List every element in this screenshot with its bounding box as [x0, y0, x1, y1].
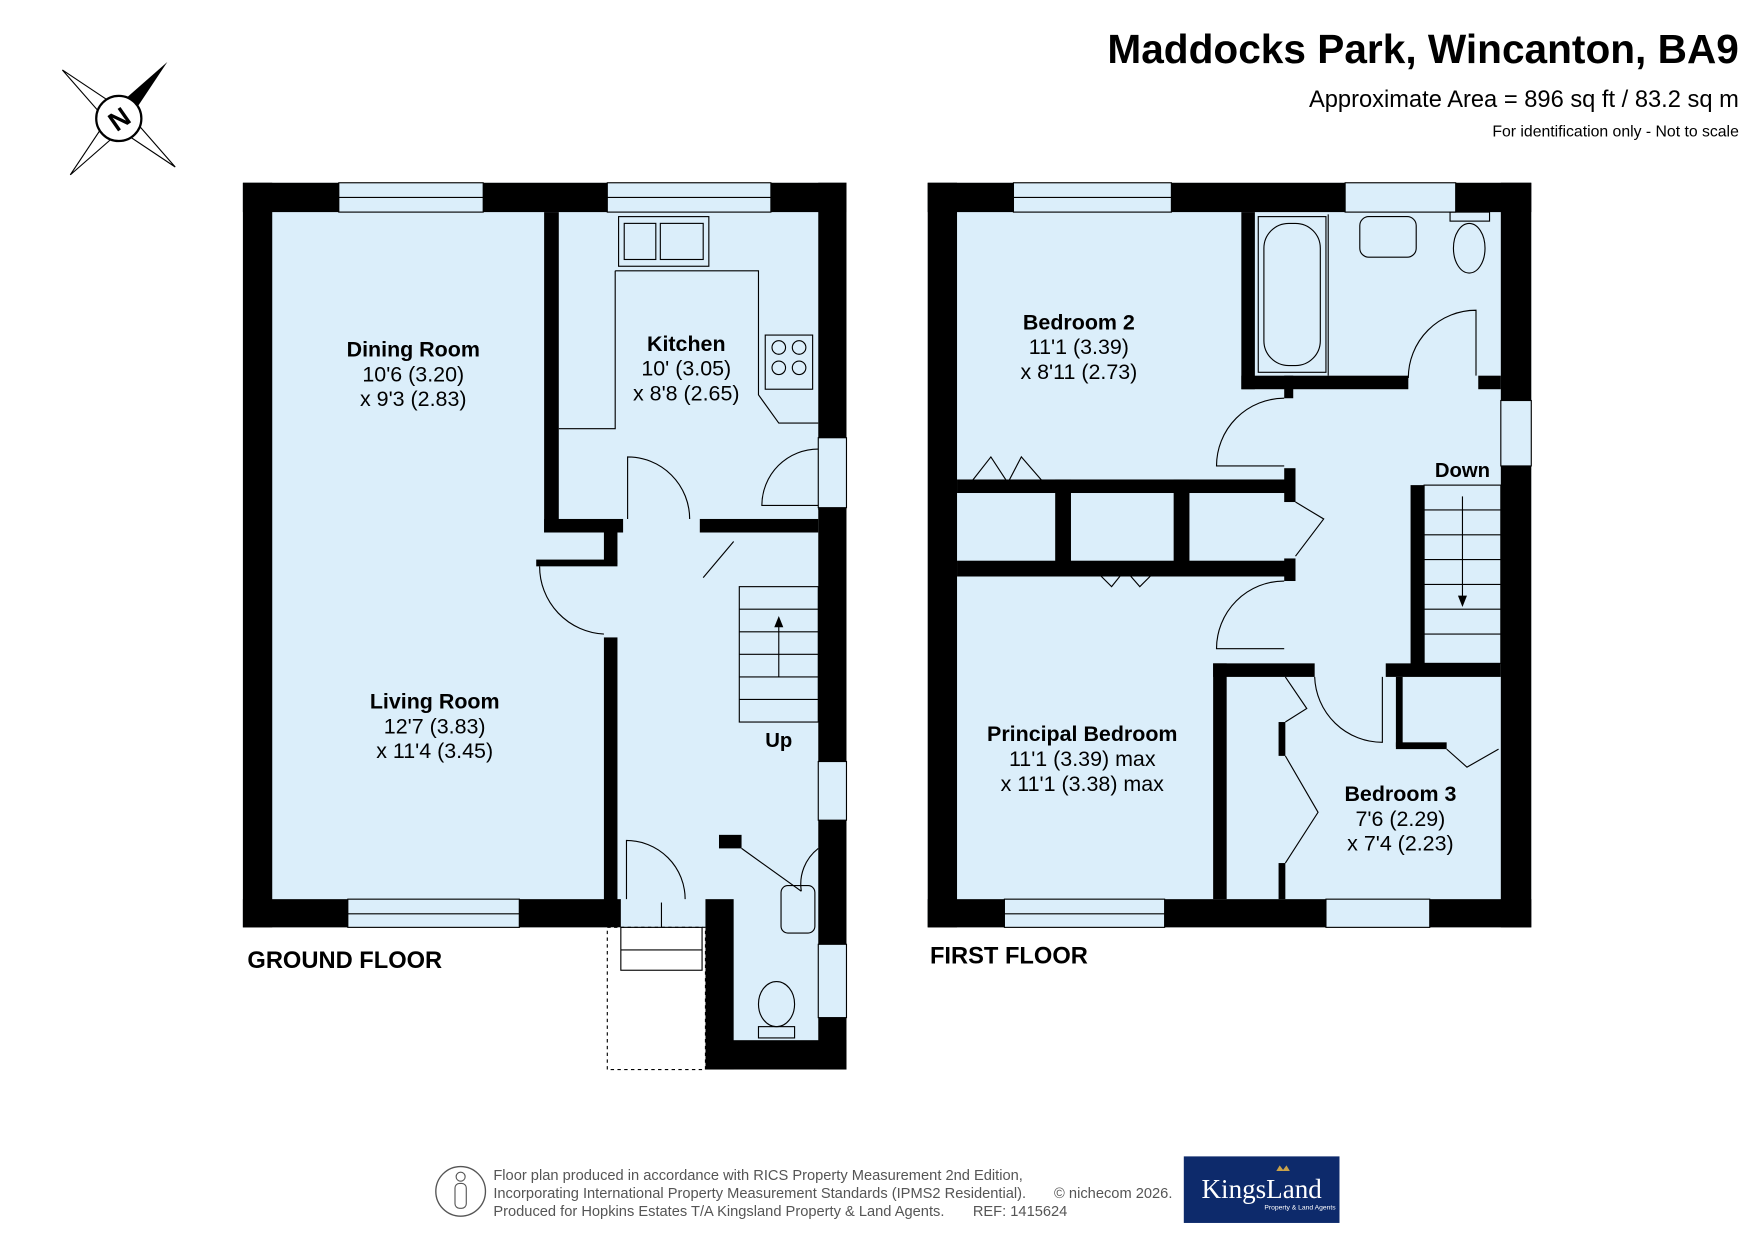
room-name-kitchen: Kitchen — [647, 332, 726, 356]
footer-copyright: © nichecom 2026. — [1054, 1186, 1172, 1202]
room-dim-living-2: x 11'4 (3.45) — [376, 739, 493, 763]
room-dim-bedroom-2-1: 11'1 (3.39) — [1029, 335, 1129, 359]
room-dim-kitchen-1: 10' (3.05) — [641, 357, 731, 381]
first-floor-plan: Bedroom 2 11'1 (3.39) x 8'11 (2.73) Prin… — [927, 182, 1532, 969]
ground-floor-label: GROUND FLOOR — [247, 948, 442, 974]
property-title: Maddocks Park, Wincanton, BA9 — [1107, 26, 1738, 72]
porch-steps — [606, 902, 707, 1071]
stairs-up-label: Up — [765, 730, 792, 752]
staircase-up — [738, 586, 819, 723]
staircase-down — [1423, 484, 1502, 664]
ground-floor-plan: Dining Room 10'6 (3.20) x 9'3 (2.83) Kit… — [242, 182, 848, 1071]
room-dim-bedroom-2-2: x 8'11 (2.73) — [1020, 360, 1137, 384]
footer-ref: REF: 1415624 — [973, 1204, 1068, 1220]
crown-icon — [1276, 1165, 1290, 1172]
kingsland-logo: KingsLand Property & Land Agents — [1183, 1156, 1340, 1223]
room-dim-kitchen-2: x 8'8 (2.65) — [633, 382, 740, 406]
room-dim-bedroom-3-1: 7'6 (2.29) — [1355, 807, 1445, 831]
footer-line-3: Produced for Hopkins Estates T/A Kingsla… — [493, 1204, 944, 1220]
room-dim-dining-2: x 9'3 (2.83) — [360, 387, 466, 411]
first-floor-label: FIRST FLOOR — [930, 943, 1088, 969]
footer-line-1: Floor plan produced in accordance with R… — [493, 1168, 1023, 1184]
room-dim-principal-bedroom-2: x 11'1 (3.38) max — [1001, 772, 1165, 796]
room-dim-principal-bedroom-1: 11'1 (3.39) max — [1009, 747, 1156, 771]
room-name-dining: Dining Room — [347, 338, 480, 362]
approximate-area: Approximate Area = 896 sq ft / 83.2 sq m — [1309, 87, 1739, 113]
room-dim-living-1: 12'7 (3.83) — [384, 714, 486, 738]
room-name-living: Living Room — [370, 689, 500, 713]
room-name-bedroom-2: Bedroom 2 — [1023, 310, 1135, 334]
stairs-down-label: Down — [1435, 460, 1490, 482]
room-name-bedroom-3: Bedroom 3 — [1344, 782, 1456, 806]
footer: Floor plan produced in accordance with R… — [435, 1156, 1340, 1223]
footer-line-2: Incorporating International Property Mea… — [493, 1186, 1026, 1202]
logo-text: KingsLand — [1202, 1174, 1323, 1204]
room-dim-bedroom-3-2: x 7'4 (2.23) — [1347, 832, 1454, 856]
disclaimer: For identification only - Not to scale — [1492, 124, 1739, 141]
room-dim-dining-1: 10'6 (3.20) — [362, 362, 464, 386]
room-name-principal-bedroom: Principal Bedroom — [987, 722, 1177, 746]
compass-north-icon: N — [61, 62, 176, 176]
logo-subtext: Property & Land Agents — [1264, 1204, 1336, 1211]
person-scale-icon — [435, 1165, 487, 1217]
